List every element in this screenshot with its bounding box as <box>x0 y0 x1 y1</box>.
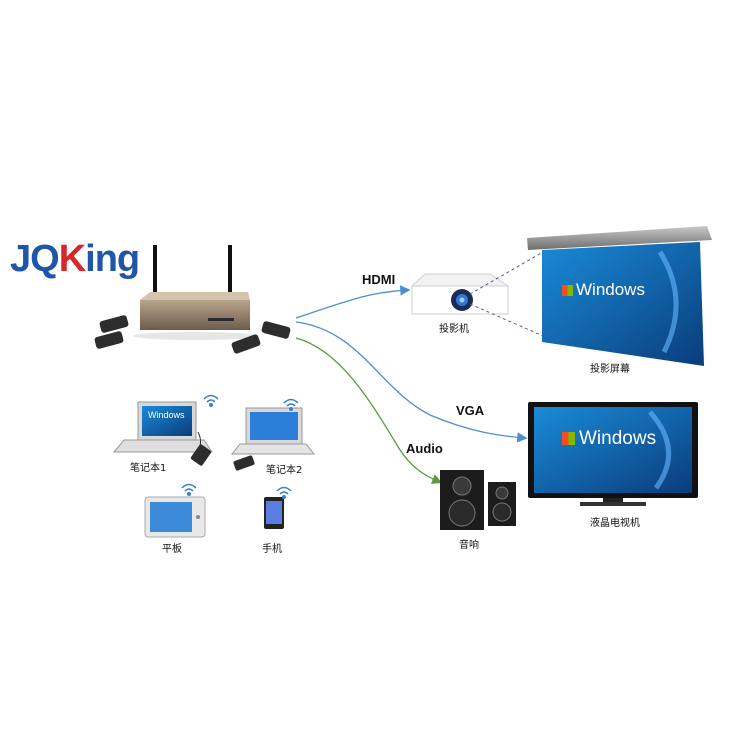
vga-line <box>295 321 528 443</box>
windows-flag-icon <box>562 432 575 446</box>
phone-label: 手机 <box>262 544 282 555</box>
hdmi-label: HDMI <box>362 272 396 287</box>
wireless-presentation-box <box>133 245 257 340</box>
projection-beam <box>469 251 544 337</box>
tablet-label: 平板 <box>162 544 182 555</box>
lcd-tv-label: 液晶电视机 <box>590 518 640 529</box>
projection-screen-windows-logo: Windows <box>562 280 645 300</box>
wifi-icons <box>181 394 299 499</box>
audio-line <box>295 337 443 484</box>
projector <box>410 273 510 315</box>
audio-label: Audio <box>406 441 443 456</box>
projector-label: 投影机 <box>439 324 469 335</box>
phone <box>264 497 284 529</box>
laptop-2 <box>230 407 316 471</box>
laptop2-label: 笔记本2 <box>266 465 303 476</box>
lcd-tv <box>528 402 698 506</box>
tv-screen-text: Windows <box>579 428 657 449</box>
tablet <box>144 496 206 538</box>
tv-windows-logo: Windows <box>562 428 656 450</box>
windows-flag-icon <box>562 285 573 297</box>
vga-label: VGA <box>456 403 485 418</box>
transmitter-dongles <box>94 315 291 354</box>
hdmi-line <box>295 285 411 319</box>
brand-logo: JQKing <box>10 238 140 280</box>
logo-part-jq: JQ <box>10 238 60 280</box>
laptop1-label: 笔记本1 <box>130 463 167 474</box>
projection-screen <box>527 226 712 366</box>
logo-part-k: K <box>58 238 86 280</box>
logo-part-ing: ing <box>85 238 140 280</box>
projection-screen-label: 投影屏幕 <box>590 364 630 375</box>
laptop1-screen-text: Windows <box>148 410 185 420</box>
speakers-label: 音响 <box>459 540 479 551</box>
projection-screen-text: Windows <box>576 280 645 299</box>
speakers <box>440 470 516 530</box>
laptop-1 <box>112 401 213 466</box>
laptop1-windows-logo: Windows <box>148 410 185 420</box>
